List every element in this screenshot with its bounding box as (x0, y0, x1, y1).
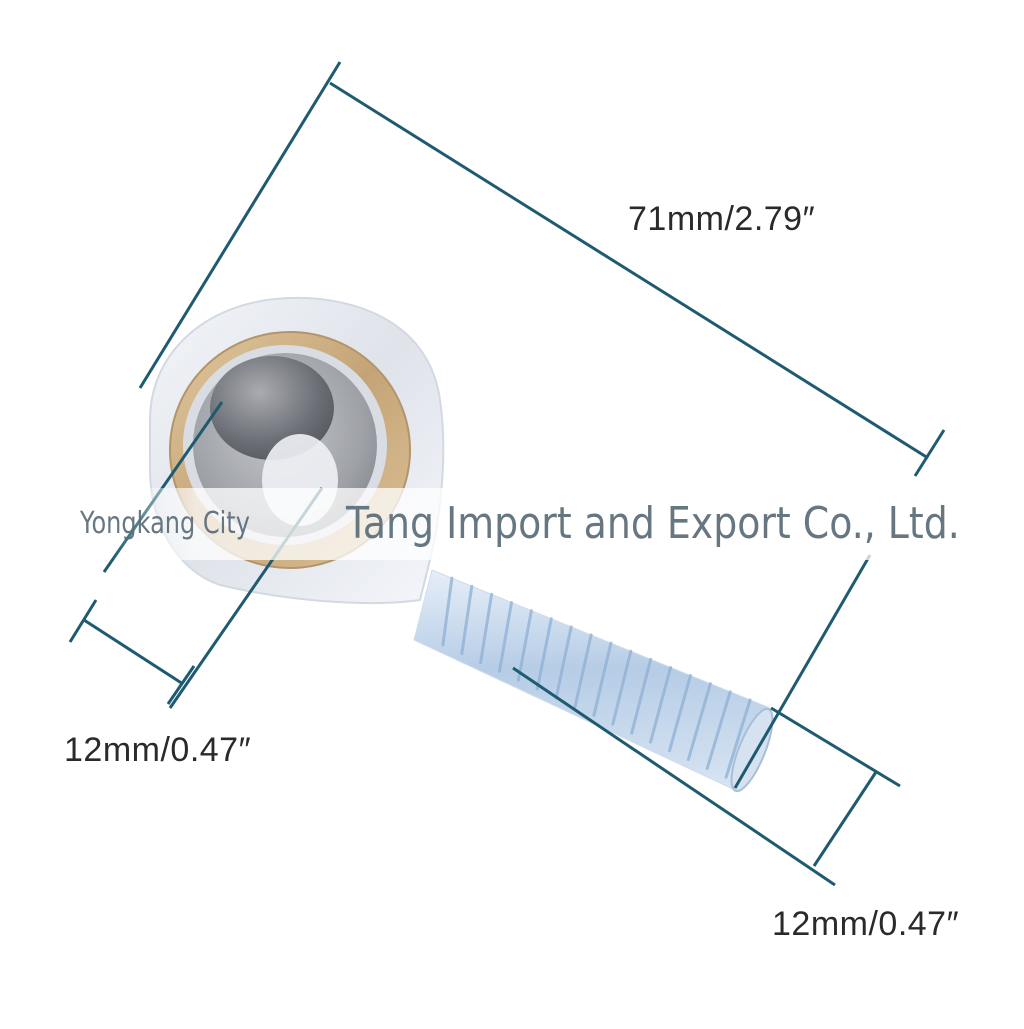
thread-extension-upper (770, 706, 901, 788)
bore-dimension-line (83, 618, 184, 686)
overall-length-label: 71mm/2.79″ (628, 200, 816, 238)
watermark-left: Yongkang City (80, 506, 250, 541)
thread-ridge (554, 625, 573, 700)
thread-ridge (592, 641, 613, 717)
threaded-shank (413, 569, 774, 793)
thread-ridge (535, 617, 553, 691)
thread-ridge (498, 601, 513, 673)
thread-ridge (573, 633, 593, 709)
thread-extension-right (733, 554, 872, 789)
length-end-tick (913, 429, 946, 477)
thread-ridge (479, 592, 494, 664)
dimension-lines (68, 61, 946, 887)
length-dimension-line (329, 81, 929, 460)
thread-ridge (441, 576, 454, 647)
bore-diameter-label: 12mm/0.47″ (64, 731, 252, 769)
thread-ridge (686, 682, 712, 761)
length-extension-left (138, 61, 342, 389)
watermark-right: Tang Import and Export Co., Ltd. (346, 498, 960, 549)
thread-extension-lower (512, 666, 836, 887)
bore-tick-right (166, 665, 196, 705)
thread-ridge (630, 657, 653, 735)
thread-ridge (516, 609, 533, 682)
thread-ridge (611, 649, 633, 726)
bore-tick-left (68, 599, 98, 643)
thread-ridge (724, 698, 752, 779)
thread-ridge (705, 690, 732, 770)
thread-diameter-label: 12mm/0.47″ (772, 905, 960, 943)
thread-dimension-line (812, 771, 878, 867)
thread-ridge (649, 665, 673, 744)
watermark-band (110, 488, 970, 560)
thread-ridge (460, 584, 474, 656)
thread-ridge (668, 674, 692, 753)
